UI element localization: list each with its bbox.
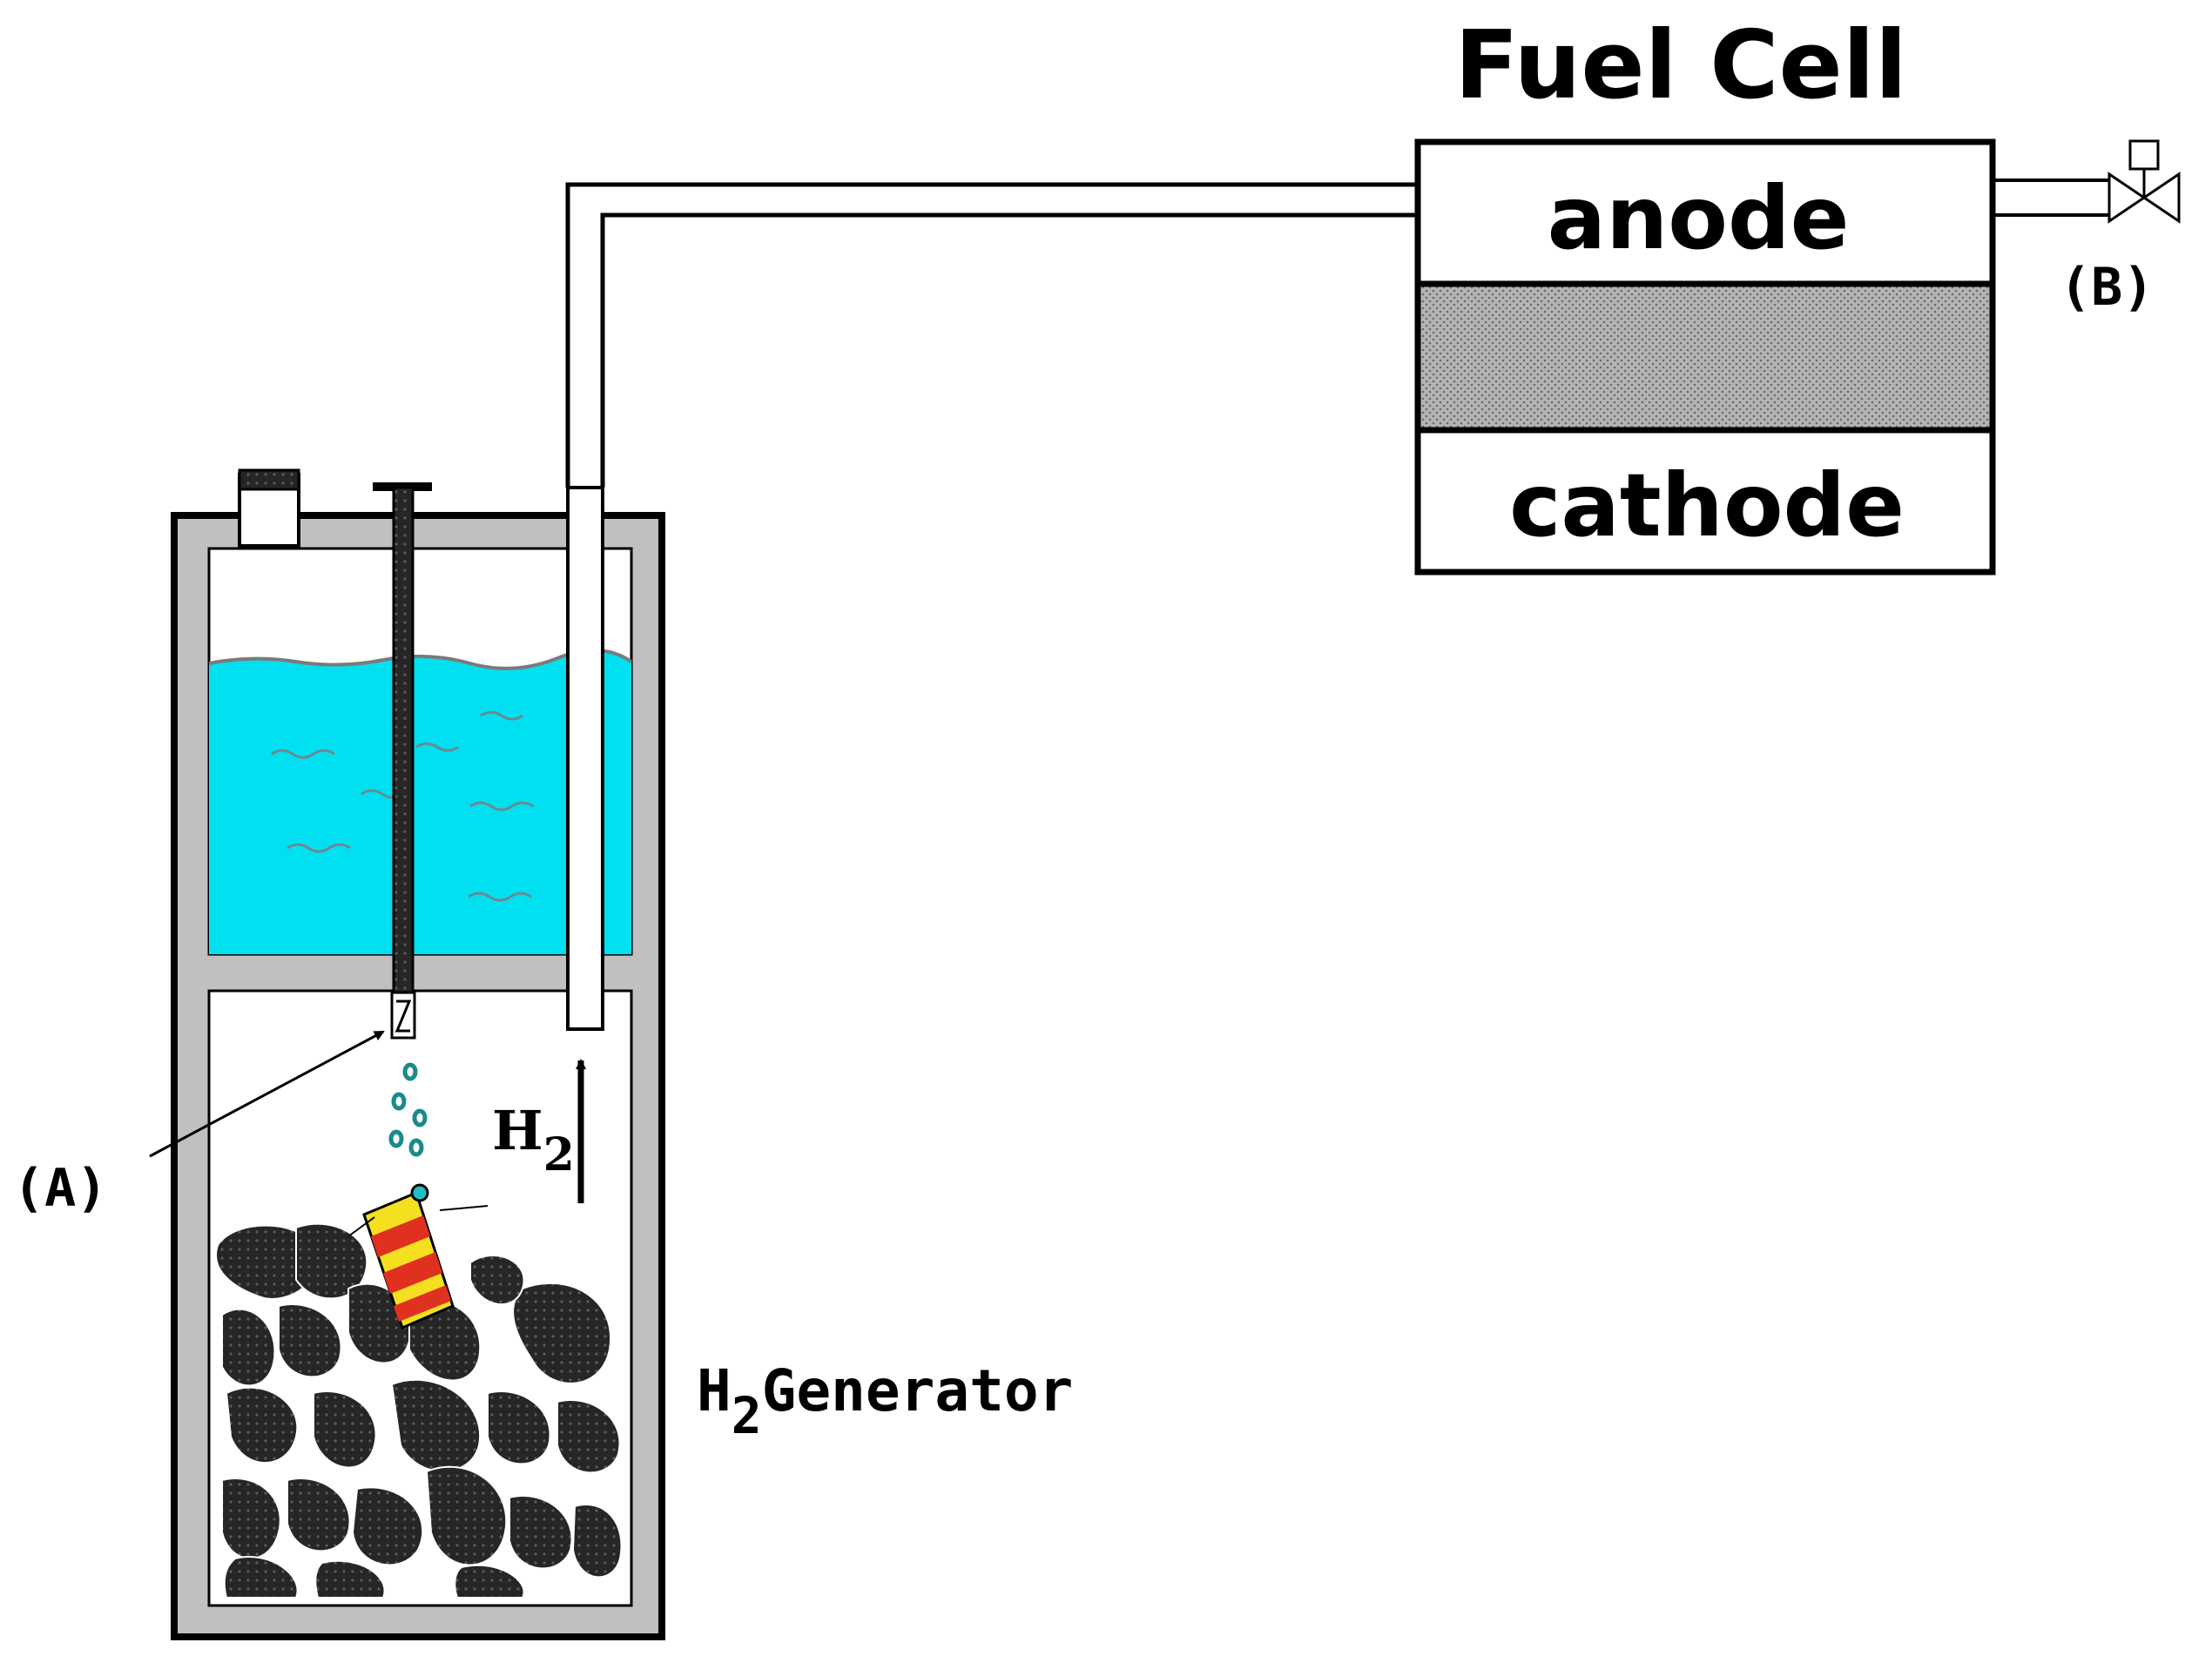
h2-generator-label: H2Generator	[697, 1357, 1073, 1445]
h2-flow-label: H2	[492, 1099, 575, 1181]
water-droplets	[388, 1062, 428, 1157]
hydride-pellets	[215, 1222, 623, 1599]
h2-supply-pipe	[565, 182, 1418, 488]
reacting-cartridge	[347, 1183, 489, 1330]
pipe-inner-wall	[600, 212, 1418, 488]
marker-b-label: (B)	[2060, 257, 2154, 318]
h2-flow-indicator: H2	[492, 1059, 586, 1203]
cathode-label: cathode	[1509, 454, 1905, 556]
h2-outlet-tube	[566, 486, 604, 1031]
water	[209, 650, 631, 954]
purge-valve-icon	[2107, 139, 2181, 224]
membrane	[1414, 280, 1996, 434]
marker-a-arrow	[149, 1030, 385, 1158]
fuel-cell: Fuel Cell anode cathode	[1414, 11, 1996, 576]
drip-needle	[392, 486, 415, 994]
h2-flow-label-main: H	[492, 1099, 543, 1162]
cathode-compartment	[1414, 427, 1996, 576]
h2-generator-label-sub: 2	[732, 1386, 762, 1445]
h2-flow-label-sub: 2	[543, 1128, 575, 1181]
anode-label: anode	[1548, 167, 1850, 269]
purge-outlet	[1993, 139, 2181, 224]
fill-cap-top	[238, 468, 300, 491]
h2-generator-label-main: H	[697, 1357, 732, 1424]
water-ripples	[271, 710, 534, 902]
water-surface	[208, 649, 633, 670]
marker-a-label: (A)	[13, 1158, 107, 1219]
pipe-outer-wall	[565, 182, 1418, 488]
h2-generator-vessel	[171, 468, 665, 1640]
fuel-cell-title: Fuel Cell	[1454, 11, 1907, 120]
h2-generator-label-rest: Generator	[762, 1357, 1074, 1424]
